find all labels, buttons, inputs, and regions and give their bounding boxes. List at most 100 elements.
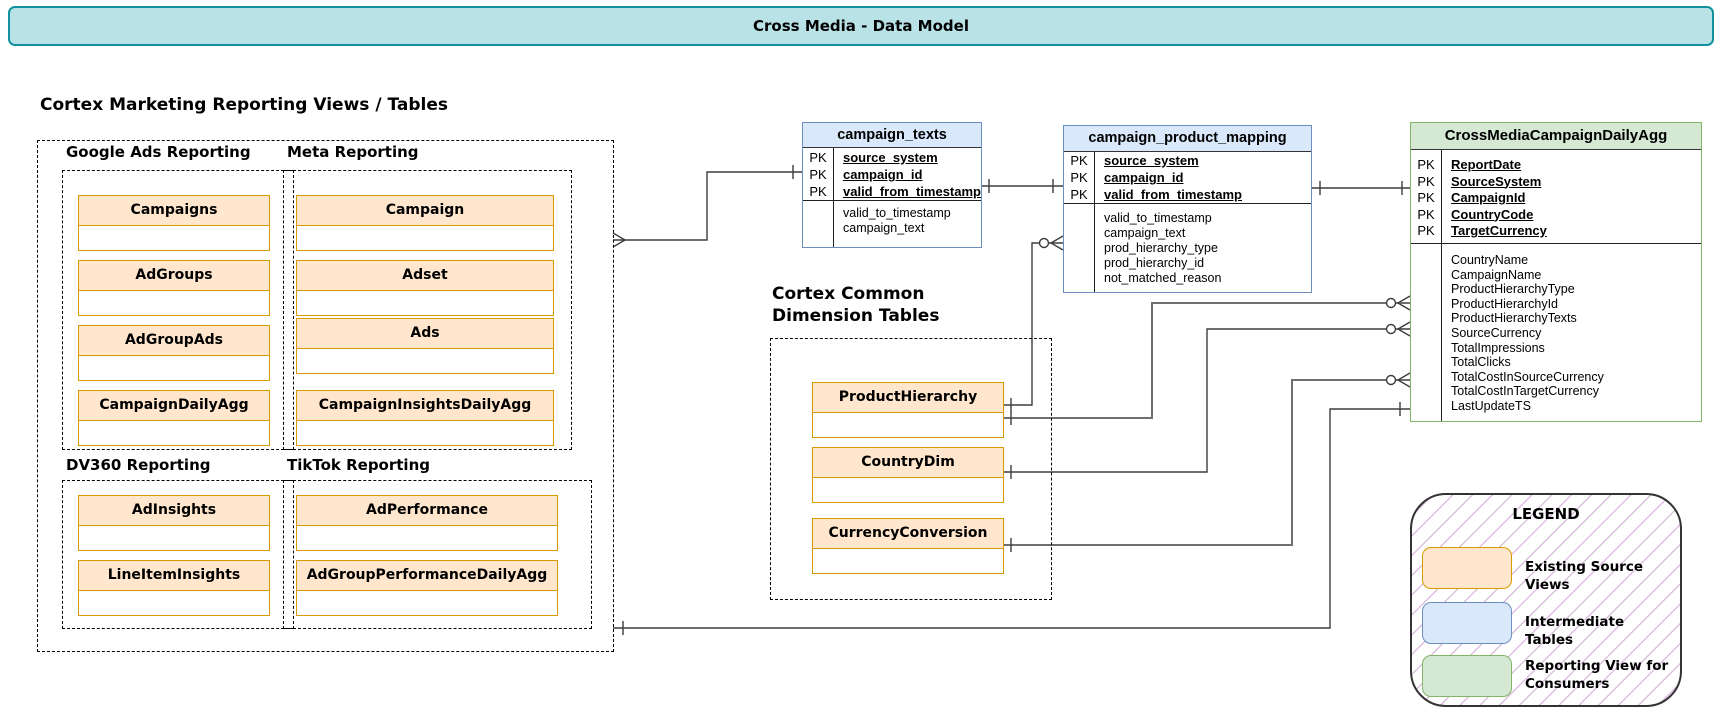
entity-adgroups: AdGroups <box>78 260 270 316</box>
group-label-meta: Meta Reporting <box>287 143 419 161</box>
entity-empty-row <box>813 413 1003 437</box>
pk-field: valid_from_timestamp <box>843 184 981 199</box>
entity-producthierarchy: ProductHierarchy <box>812 382 1004 438</box>
pk-field: ReportDate <box>1451 157 1522 172</box>
entity-title: CampaignInsightsDailyAgg <box>297 391 553 421</box>
entity-title: CurrencyConversion <box>813 519 1003 549</box>
table-title: CrossMediaCampaignDailyAgg <box>1411 123 1701 150</box>
pk-tag: PK <box>1070 153 1088 168</box>
legend-swatch-reporting-view <box>1422 655 1512 697</box>
entity-title: AdPerformance <box>297 496 557 526</box>
field: prod_hierarchy_id <box>1104 256 1205 270</box>
pk-tag: PK <box>1417 223 1435 238</box>
entity-title: ProductHierarchy <box>813 383 1003 413</box>
group-box-dv360 <box>62 480 294 629</box>
diagram-title-banner: Cross Media - Data Model <box>8 6 1714 46</box>
entity-empty-row <box>297 421 553 445</box>
entity-title: Ads <box>297 319 553 349</box>
pk-field: campaign_id <box>843 167 923 182</box>
entity-empty-row <box>79 356 269 380</box>
pk-field: CountryCode <box>1451 206 1534 222</box>
pk-field: CampaignId <box>1451 190 1526 205</box>
field: CountryName <box>1451 253 1529 267</box>
pk-tag: PK <box>1070 170 1088 185</box>
entity-ads: Ads <box>296 318 554 374</box>
legend-label: Reporting View for Consumers <box>1525 658 1669 692</box>
diagram-title: Cross Media - Data Model <box>753 17 969 35</box>
group-label-google-ads: Google Ads Reporting <box>66 143 251 161</box>
connector-sources-campaign-texts <box>613 171 802 241</box>
pk-tag: PK <box>1417 190 1435 205</box>
entity-empty-row <box>79 591 269 615</box>
connector-producthierarchy-crossmedia <box>1004 302 1410 419</box>
legend-swatch-intermediate-tables <box>1422 602 1512 644</box>
legend: LEGEND Existing Source Views Intermediat… <box>1410 493 1682 707</box>
legend-title: LEGEND <box>1512 505 1580 523</box>
entity-empty-row <box>297 291 553 315</box>
group-box-tiktok <box>283 480 592 629</box>
entity-empty-row <box>297 226 553 250</box>
legend-label: Existing Source Views <box>1525 559 1644 593</box>
field: campaign_text <box>843 221 925 235</box>
entity-title: Campaigns <box>79 196 269 226</box>
dimension-section-title-line1: Cortex Common <box>772 284 925 304</box>
table-cross-media-campaign-daily-agg: CrossMediaCampaignDailyAgg PK PK PK PK P… <box>1410 122 1702 422</box>
legend-label: Intermediate Tables <box>1525 614 1625 648</box>
entity-campaign: Campaign <box>296 195 554 251</box>
entity-empty-row <box>79 526 269 550</box>
group-label-tiktok: TikTok Reporting <box>287 456 430 474</box>
entity-empty-row <box>297 526 557 550</box>
entity-campaigndailyagg: CampaignDailyAgg <box>78 390 270 446</box>
entity-empty-row <box>813 478 1003 502</box>
field: TotalCostInTargetCurrency <box>1451 384 1599 399</box>
entity-countrydim: CountryDim <box>812 447 1004 503</box>
dimension-section-title-line2: Dimension Tables <box>772 306 940 326</box>
marketing-section-container <box>37 140 614 652</box>
field: campaign_text <box>1104 226 1186 240</box>
pk-field: source_system <box>1104 153 1199 168</box>
table-campaign-product-mapping: campaign_product_mapping PK PK PK source… <box>1063 125 1312 293</box>
legend-swatch-existing-source-views <box>1422 547 1512 589</box>
group-box-google-ads <box>62 170 294 450</box>
field: not_matched_reason <box>1104 271 1222 285</box>
pk-tag: PK <box>1417 206 1435 222</box>
field: ProductHierarchyId <box>1451 296 1558 311</box>
table-title: campaign_product_mapping <box>1064 126 1311 152</box>
entity-title: Adset <box>297 261 553 291</box>
entity-currencyconversion: CurrencyConversion <box>812 518 1004 574</box>
pk-tag: PK <box>809 184 827 199</box>
entity-title: AdInsights <box>79 496 269 526</box>
field: prod_hierarchy_type <box>1104 241 1218 255</box>
field: TotalCostInSourceCurrency <box>1451 369 1604 384</box>
entity-adgroupads: AdGroupAds <box>78 325 270 381</box>
entity-lineiteminsights: LineItemInsights <box>78 560 270 616</box>
pk-tag: PK <box>1417 173 1435 189</box>
field: LastUpdateTS <box>1451 398 1531 413</box>
group-box-meta <box>283 170 572 450</box>
connector-sources-crossmedia <box>613 402 1410 635</box>
pk-field: valid_from_timestamp <box>1104 187 1242 202</box>
entity-title: AdGroups <box>79 261 269 291</box>
dimension-section-container <box>770 338 1052 600</box>
entity-adset: Adset <box>296 260 554 316</box>
entity-campaigns: Campaigns <box>78 195 270 251</box>
pk-tag: PK <box>809 150 827 165</box>
pk-field: campaign_id <box>1104 170 1184 185</box>
group-label-dv360: DV360 Reporting <box>66 456 211 474</box>
entity-empty-row <box>79 291 269 315</box>
field: valid_to_timestamp <box>843 206 951 220</box>
connector-currencyconversion-crossmedia <box>1004 379 1410 546</box>
entity-title: Campaign <box>297 196 553 226</box>
field: TotalImpressions <box>1451 340 1545 355</box>
entity-title: AdGroupAds <box>79 326 269 356</box>
field: ProductHierarchyType <box>1451 282 1575 297</box>
entity-title: LineItemInsights <box>79 561 269 591</box>
pk-tag: PK <box>809 167 827 182</box>
entity-title: CountryDim <box>813 448 1003 478</box>
entity-empty-row <box>79 421 269 445</box>
entity-adperformance: AdPerformance <box>296 495 558 551</box>
connector-countrydim-crossmedia <box>1004 328 1410 479</box>
pk-tag: PK <box>1070 187 1088 202</box>
table-title: campaign_texts <box>803 123 981 148</box>
